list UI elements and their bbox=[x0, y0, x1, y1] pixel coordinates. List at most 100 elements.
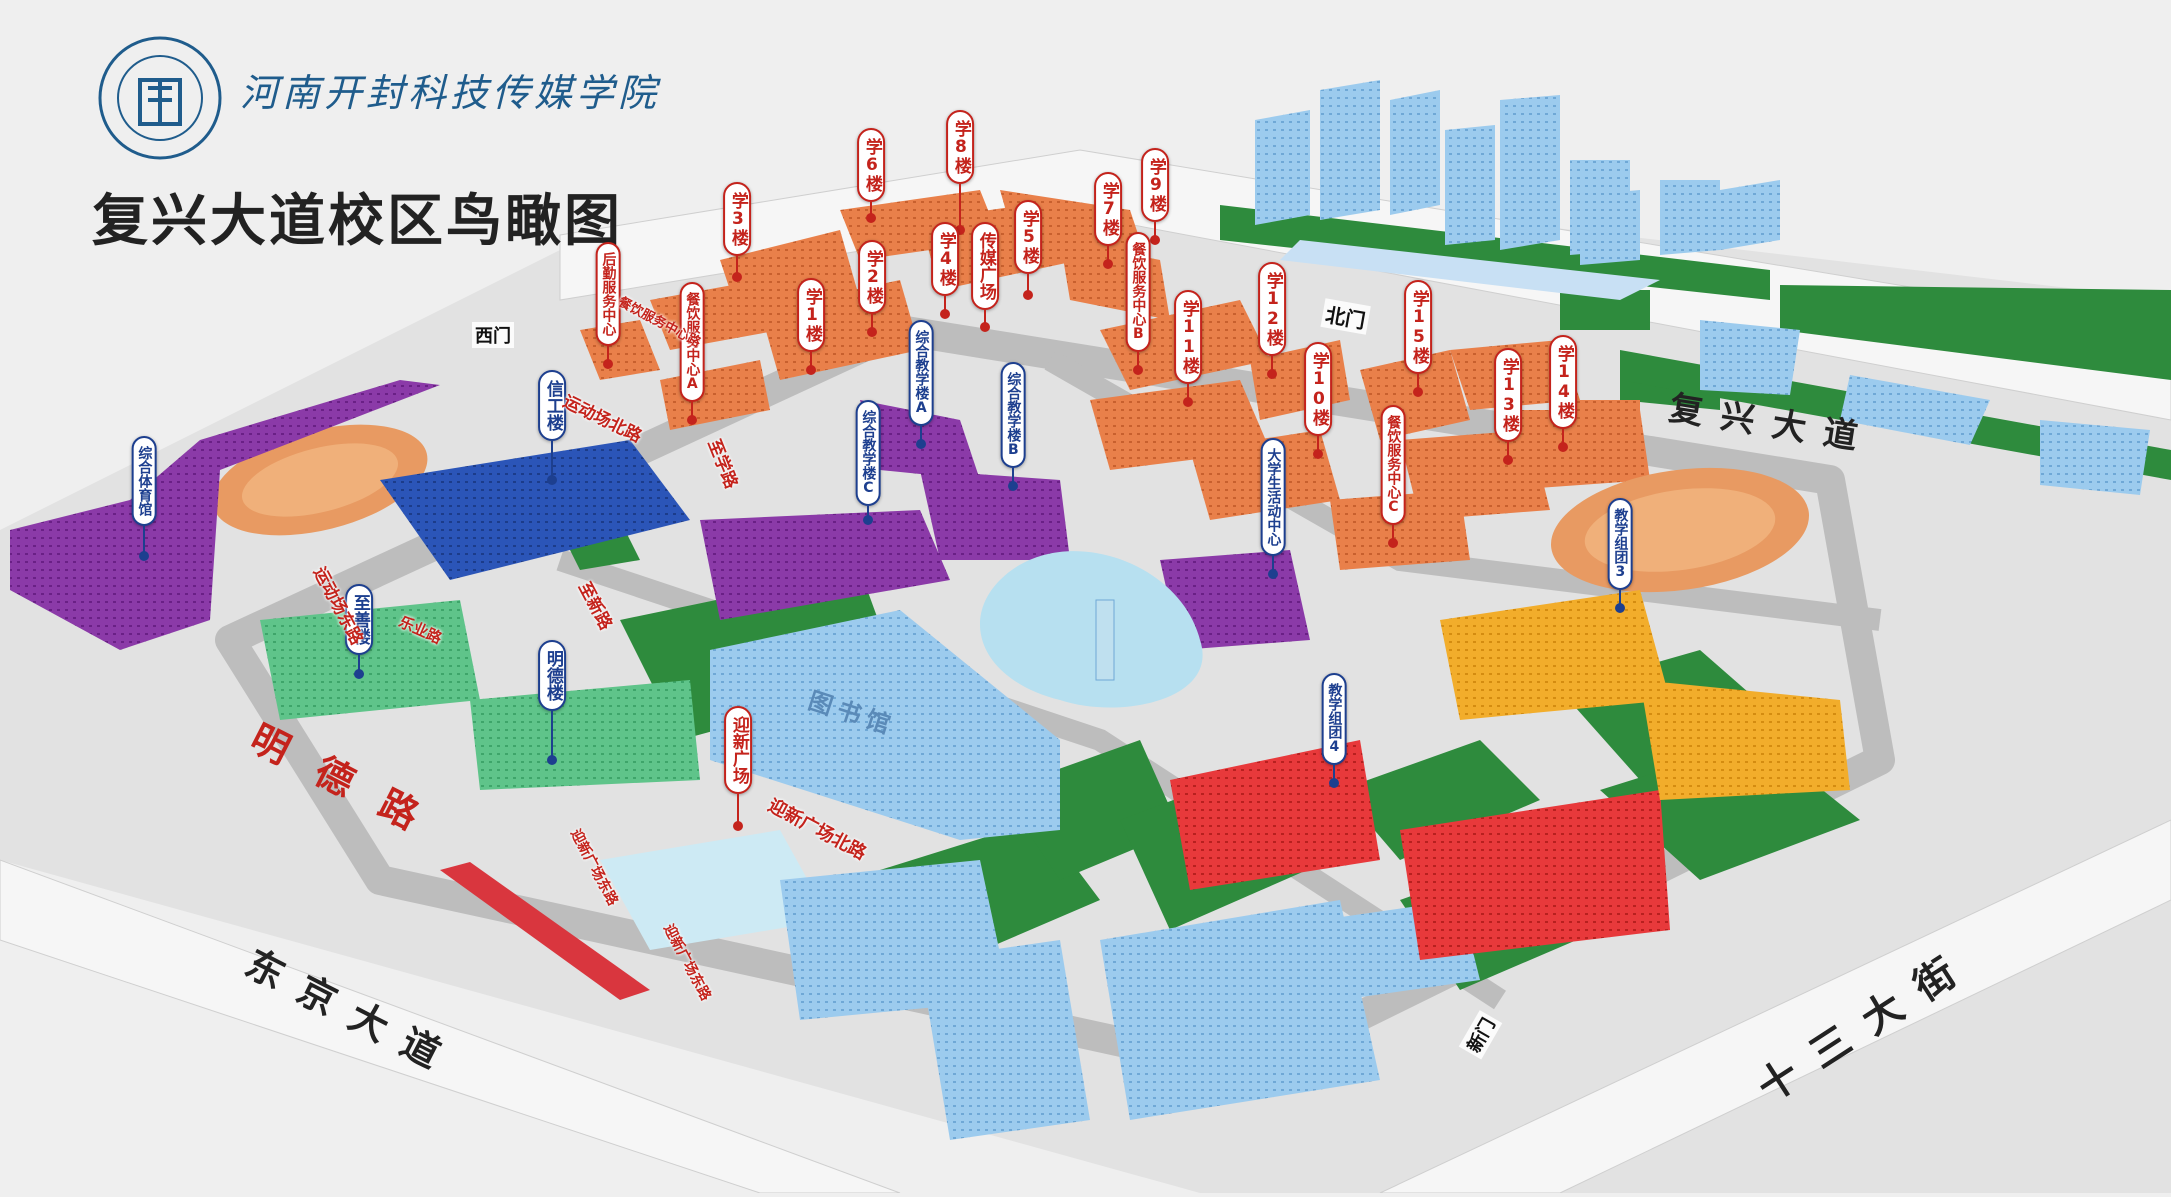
teaching-cluster-4-east bbox=[1400, 790, 1670, 960]
location-marker-icon bbox=[955, 225, 965, 235]
pin-stem bbox=[737, 794, 739, 826]
building-label-zongheB[interactable]: 综合教学楼B bbox=[1000, 362, 1026, 468]
location-marker-icon bbox=[1503, 455, 1513, 465]
location-marker-icon bbox=[1388, 538, 1398, 548]
map-title: 复兴大道校区鸟瞰图 bbox=[92, 188, 623, 254]
mingde-building bbox=[470, 680, 700, 790]
location-marker-icon bbox=[1150, 235, 1160, 245]
building-label-houqin[interactable]: 后勤服务中心 bbox=[595, 242, 621, 346]
building-label-canB[interactable]: 餐饮服务中心B bbox=[1125, 232, 1151, 352]
pin-stem bbox=[691, 402, 693, 420]
teaching-cluster-3 bbox=[1440, 590, 1670, 720]
pin-stem bbox=[551, 711, 553, 760]
location-marker-icon bbox=[1008, 481, 1018, 491]
location-marker-icon bbox=[1313, 449, 1323, 459]
building-label-canC[interactable]: 餐饮服务中心C bbox=[1380, 405, 1406, 525]
location-marker-icon bbox=[1413, 387, 1423, 397]
building-label-zongheA[interactable]: 综合教学楼A bbox=[908, 320, 934, 426]
location-marker-icon bbox=[1268, 569, 1278, 579]
pin-stem bbox=[1562, 429, 1564, 447]
building-label-xue5[interactable]: 学5楼 bbox=[1014, 200, 1042, 274]
south-building-2 bbox=[920, 940, 1090, 1140]
pin-stem bbox=[1271, 356, 1273, 374]
building-label-huodong[interactable]: 大学生活动中心 bbox=[1260, 438, 1286, 556]
location-marker-icon bbox=[980, 322, 990, 332]
west-sports-field-grass bbox=[241, 443, 399, 517]
pin-stem bbox=[1417, 374, 1419, 392]
pin-stem bbox=[1392, 525, 1394, 543]
building-label-xue2[interactable]: 学2楼 bbox=[858, 240, 886, 314]
pin-stem bbox=[358, 655, 360, 674]
building-label-mingde[interactable]: 明德楼 bbox=[538, 640, 566, 711]
xingong-building bbox=[380, 440, 690, 580]
location-marker-icon bbox=[732, 272, 742, 282]
building-label-zhishan[interactable]: 至善楼 bbox=[345, 584, 373, 655]
west-gate-label: 西门 bbox=[472, 322, 514, 348]
pin-stem bbox=[1333, 765, 1335, 783]
pin-stem bbox=[920, 426, 922, 444]
location-marker-icon bbox=[603, 359, 613, 369]
building-label-xue4[interactable]: 学4楼 bbox=[931, 222, 959, 296]
gymnasium bbox=[10, 380, 440, 650]
building-label-xue6[interactable]: 学6楼 bbox=[857, 128, 885, 202]
pin-stem bbox=[1107, 246, 1109, 264]
teaching-cluster-4 bbox=[1170, 740, 1380, 890]
location-marker-icon bbox=[354, 669, 364, 679]
building-label-xue14[interactable]: 学14楼 bbox=[1549, 335, 1577, 429]
building-label-zongheC[interactable]: 综合教学楼C bbox=[855, 400, 881, 506]
building-label-xue11[interactable]: 学11楼 bbox=[1174, 290, 1202, 384]
pin-stem bbox=[736, 256, 738, 277]
teaching-cluster-3-east bbox=[1640, 680, 1850, 800]
location-marker-icon bbox=[1329, 778, 1339, 788]
pin-stem bbox=[959, 184, 961, 230]
pin-stem bbox=[1507, 442, 1509, 460]
pin-stem bbox=[867, 506, 869, 520]
pin-stem bbox=[143, 526, 145, 556]
pin-stem bbox=[944, 296, 946, 314]
building-label-xue8[interactable]: 学8楼 bbox=[946, 110, 974, 184]
pin-stem bbox=[984, 310, 986, 327]
pin-stem bbox=[1619, 590, 1621, 608]
pin-stem bbox=[1272, 556, 1274, 574]
location-marker-icon bbox=[547, 755, 557, 765]
pin-stem bbox=[1187, 384, 1189, 402]
building-label-zutuan3[interactable]: 教学组团3 bbox=[1607, 498, 1633, 590]
pin-stem bbox=[551, 441, 553, 480]
building-label-zutuan4[interactable]: 教学组团4 bbox=[1321, 673, 1347, 765]
building-label-xue9[interactable]: 学9楼 bbox=[1141, 148, 1169, 222]
location-marker-icon bbox=[139, 551, 149, 561]
teaching-block-c bbox=[700, 510, 950, 620]
welcome-plaza bbox=[600, 830, 830, 950]
south-building-3 bbox=[1100, 900, 1380, 1120]
central-lake bbox=[980, 551, 1203, 708]
school-logo bbox=[98, 36, 222, 160]
building-label-xue10[interactable]: 学10楼 bbox=[1304, 342, 1332, 436]
pin-stem bbox=[1012, 468, 1014, 486]
building-label-yingxin[interactable]: 迎新广场 bbox=[724, 706, 752, 794]
building-label-canA[interactable]: 餐饮服务中心A bbox=[679, 282, 705, 402]
building-label-tiyuguan[interactable]: 综合体育馆 bbox=[131, 436, 157, 526]
building-label-xingong[interactable]: 信工楼 bbox=[538, 370, 566, 441]
building-label-xue13[interactable]: 学13楼 bbox=[1494, 348, 1522, 442]
building-label-xue12[interactable]: 学12楼 bbox=[1258, 262, 1286, 356]
roadside-lawn bbox=[1780, 285, 2171, 380]
school-name: 河南开封科技传媒学院 bbox=[240, 71, 661, 115]
central-pagoda bbox=[1095, 599, 1115, 681]
building-label-xue7[interactable]: 学7楼 bbox=[1094, 172, 1122, 246]
location-marker-icon bbox=[1023, 290, 1033, 300]
location-marker-icon bbox=[1133, 365, 1143, 375]
pin-stem bbox=[1027, 274, 1029, 295]
location-marker-icon bbox=[547, 475, 557, 485]
building-label-xue3[interactable]: 学3楼 bbox=[723, 182, 751, 256]
location-marker-icon bbox=[733, 821, 743, 831]
building-label-chuanmei[interactable]: 传媒广场 bbox=[971, 222, 999, 310]
library bbox=[710, 610, 1060, 840]
building-label-xue1[interactable]: 学1楼 bbox=[797, 278, 825, 352]
building-label-xue15[interactable]: 学15楼 bbox=[1404, 280, 1432, 374]
pin-stem bbox=[1137, 352, 1139, 370]
location-marker-icon bbox=[867, 327, 877, 337]
pin-stem bbox=[1154, 222, 1156, 240]
lawn bbox=[1340, 740, 1540, 860]
location-marker-icon bbox=[940, 309, 950, 319]
